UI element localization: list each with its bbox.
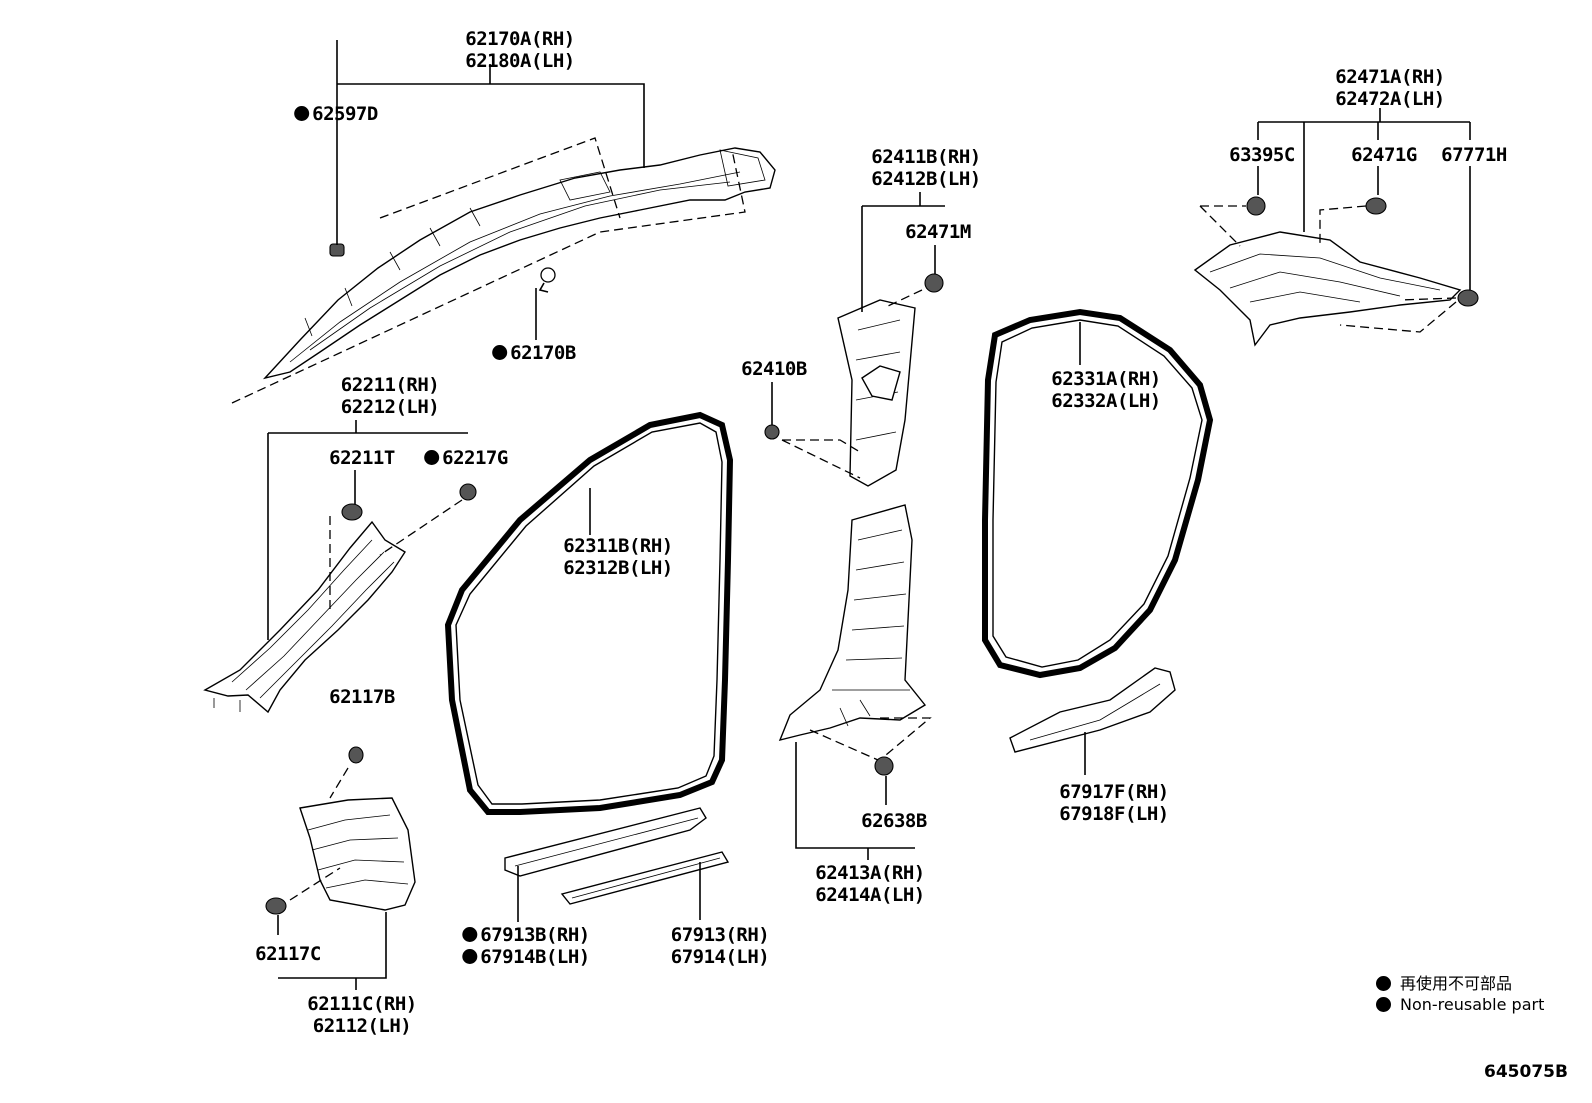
legend-en: Non-reusable part [1376, 995, 1544, 1014]
dash-67771H [1339, 297, 1457, 333]
non-reusable-dot-icon [1376, 997, 1391, 1012]
label-62170B: 62170B [492, 342, 576, 364]
scuff-plate-67913B-part [504, 807, 707, 877]
label-62311B: 62311B(RH)62312B(LH) [563, 535, 673, 579]
label-67771H: 67771H [1441, 144, 1507, 166]
clip-63395C-icon [1246, 196, 1266, 216]
label-62117C: 62117C [255, 943, 321, 965]
label-62170A: 62170A(RH)62180A(LH) [465, 28, 575, 72]
label-63395C: 63395C [1229, 144, 1295, 166]
non-reusable-dot-icon [462, 927, 478, 942]
front-kick-panel-part [299, 797, 416, 911]
dash-62638B [809, 717, 932, 761]
clip-62117B-icon [348, 746, 364, 764]
label-62411B: 62411B(RH)62412B(LH) [871, 146, 981, 190]
front-door-weatherstrip-part [444, 411, 734, 815]
non-reusable-dot-icon [462, 949, 478, 964]
dash-63395C [1199, 205, 1246, 247]
clip-67771H-icon [1457, 289, 1479, 307]
label-62471A: 62471A(RH)62472A(LH) [1335, 66, 1445, 110]
center-pillar-upper-part [837, 299, 916, 487]
dash-62471M [887, 289, 923, 307]
label-62111C: 62111C(RH)62112(LH) [307, 993, 417, 1037]
rear-door-weatherstrip-part [982, 308, 1214, 679]
dash-62410B [781, 439, 861, 479]
figure-id: 645075B [1484, 1062, 1568, 1082]
scuff-plate-67913-part [560, 851, 730, 905]
non-reusable-dot-icon [492, 345, 508, 360]
label-62410B: 62410B [741, 358, 807, 380]
label-62211: 62211(RH)62212(LH) [340, 374, 440, 418]
front-pillar-garnish-part [203, 520, 406, 714]
leader-62413A [795, 742, 915, 849]
dash-62217G [379, 499, 463, 556]
dash-62117B [329, 767, 349, 799]
dash-62117C [289, 867, 341, 901]
non-reusable-dot-icon [1376, 976, 1391, 991]
label-67913: 67913(RH)67914(LH) [670, 924, 770, 968]
clip-62597D-icon [329, 243, 345, 257]
label-62471G: 62471G [1351, 144, 1417, 166]
roof-side-garnish-part [231, 137, 776, 404]
center-pillar-lower-part [778, 504, 927, 742]
clip-62471G-icon [1365, 197, 1387, 215]
label-62638B: 62638B [861, 810, 927, 832]
label-67917F: 67917F(RH)67918F(LH) [1059, 781, 1169, 825]
bolt-62170B-icon [538, 267, 556, 293]
leader-62111C [278, 912, 387, 979]
dash-62471G [1319, 205, 1367, 246]
label-62413A: 62413A(RH)62414A(LH) [815, 862, 925, 906]
label-62117B: 62117B [329, 686, 395, 708]
label-62331A: 62331A(RH)62332A(LH) [1051, 368, 1161, 412]
non-reusable-dot-icon [294, 106, 310, 121]
label-62217G: 62217G [424, 447, 508, 469]
non-reusable-dot-icon [424, 450, 440, 465]
label-62597D: 62597D [294, 103, 378, 125]
clip-62410B-icon [764, 424, 780, 440]
legend-jp: 再使用不可部品 [1376, 970, 1512, 994]
label-67913B: 67913B(RH)67914B(LH) [462, 924, 590, 968]
rear-scuff-plate-part [1009, 667, 1176, 753]
label-62211T: 62211T [329, 447, 395, 469]
label-62471M: 62471M [905, 221, 971, 243]
clip-62211T-icon [341, 503, 363, 521]
clip-62217G-icon [459, 483, 477, 501]
quarter-pillar-garnish-part [1193, 231, 1462, 347]
leader-62170A [337, 83, 645, 168]
clip-62471M-icon [924, 273, 944, 293]
clip-62117C-icon [265, 897, 287, 915]
clip-62638B-icon [874, 756, 894, 776]
